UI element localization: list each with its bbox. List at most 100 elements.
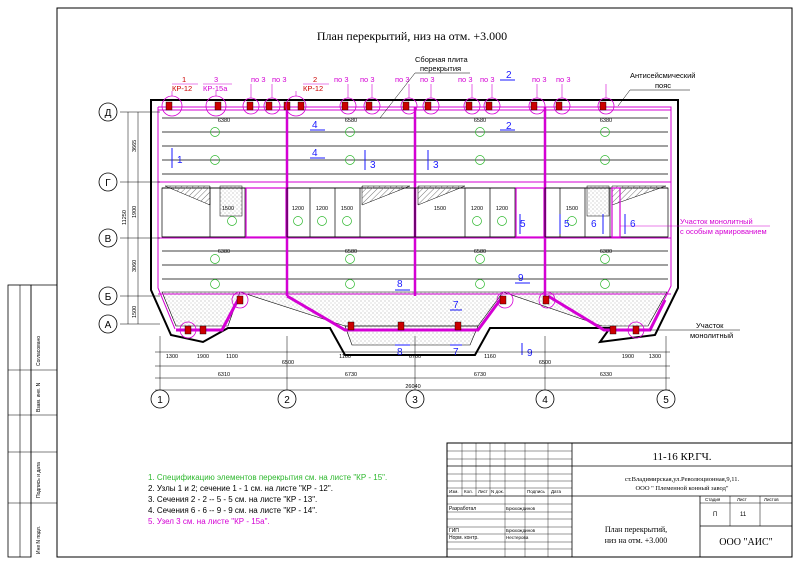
bay-dim-8: 6380 — [600, 249, 612, 255]
section-mark-8b: 8 — [397, 347, 403, 358]
note-4: 4. Сечения 6 - 6 -- 9 - 9 см. на листе "… — [148, 506, 318, 515]
section-mark-6b: 6 — [630, 219, 636, 230]
general-notes: 1. Спецификацию элементов перекрытия см.… — [148, 472, 387, 527]
side-stamp-inv-orig: Инв N подл. — [36, 526, 42, 554]
cell-dim-6: 1200 — [471, 206, 483, 212]
bottom-dim-14: 6330 — [600, 372, 612, 378]
row-axis-d: Д — [105, 108, 112, 119]
cell-dim-2: 1200 — [292, 206, 304, 212]
note-1: 1. Спецификацию элементов перекрытия см.… — [148, 473, 388, 482]
top-label-11: по 3 — [480, 75, 495, 84]
bay-dim-3: 6580 — [474, 118, 486, 124]
section-mark-9b: 9 — [527, 348, 533, 359]
left-dim-1: 3665 — [132, 140, 138, 152]
section-mark-8: 8 — [397, 279, 403, 290]
stamp-name-norm: Нестерова — [506, 535, 529, 540]
stamp-role-dev: Разработал — [449, 506, 476, 512]
stamp-sheet-title-1: План перекрытий, — [605, 525, 667, 534]
top-label-10: по 3 — [458, 75, 473, 84]
top-label-num-2: 3 — [214, 75, 218, 84]
floor-plan: 1 КР-12 3 КР-15а по 3 по 3 2 КР-12 по 3 … — [98, 55, 770, 409]
bay-dim-4: 6380 — [600, 118, 612, 124]
stamp-sheets-h: Листов — [764, 497, 779, 502]
callout-seismic-belt-2: пояс — [655, 81, 671, 90]
top-label-4: по 3 — [272, 75, 287, 84]
side-stamp-sign-date: Подпись и дата — [36, 462, 42, 498]
stamp-sheet-title-2: низ на отм. +3.000 — [605, 536, 668, 545]
col-axis-3: 3 — [412, 395, 418, 406]
section-mark-4b: 4 — [312, 148, 318, 159]
row-axis-g: Г — [105, 178, 111, 189]
stamp-role-norm: Норм. контр. — [449, 535, 479, 541]
cell-dim-5: 1500 — [434, 206, 446, 212]
top-label-1: КР-12 — [172, 84, 192, 93]
side-stamp-frame — [7, 284, 32, 558]
callout-prefab-slab-2: перекрытия — [420, 64, 461, 73]
top-label-7: по 3 — [360, 75, 375, 84]
bottom-dim-7: 1900 — [622, 354, 634, 360]
left-dim-3: 3060 — [132, 260, 138, 272]
stamp-code: 11-16 КР.ГЧ. — [652, 451, 711, 463]
title-block — [446, 442, 793, 558]
bottom-dim-2: 1900 — [197, 354, 209, 360]
callout-monolithic-special-1: Участок монолитный — [680, 217, 753, 226]
section-mark-7: 7 — [453, 300, 459, 311]
bottom-dim-12: 6730 — [345, 372, 357, 378]
cell-dim-7: 1200 — [496, 206, 508, 212]
left-dim-5: 11250 — [122, 210, 128, 225]
section-mark-2: 2 — [506, 121, 512, 132]
top-label-9: по 3 — [420, 75, 435, 84]
top-label-2: КР-15а — [203, 84, 228, 93]
section-mark-9: 9 — [518, 273, 524, 284]
bay-dim-1: 6380 — [218, 118, 230, 124]
stamp-address: ст.Владимирская,ул.Революционная,9,11. — [625, 476, 740, 483]
stamp-org-project: ООО " Племенной конный завод" — [635, 485, 728, 492]
bottom-dim-1: 1300 — [166, 354, 178, 360]
top-label-3: по 3 — [251, 75, 266, 84]
stamp-col-izm: Изм. — [449, 489, 459, 494]
section-mark-5: 5 — [520, 219, 526, 230]
callout-monolithic-1: Участок — [696, 321, 724, 330]
bay-dim-5: 6380 — [218, 249, 230, 255]
callout-prefab-slab-1: Сборная плита — [415, 55, 468, 64]
bottom-dim-8: 1300 — [649, 354, 661, 360]
section-mark-6: 6 — [591, 219, 597, 230]
note-5: 5. Узел 3 см. на листе "КР - 15а". — [148, 517, 270, 526]
callout-monolithic-special-2: с особым армированием — [680, 227, 767, 236]
overall-dim: 26040 — [405, 384, 420, 390]
stamp-stage-v: П — [713, 512, 717, 518]
left-dim-2: 1900 — [132, 206, 138, 218]
section-mark-7b: 7 — [453, 347, 459, 358]
bottom-dim-3: 1100 — [226, 354, 238, 360]
stamp-sheet-h: Лист — [737, 497, 747, 502]
section-mark-5b: 5 — [564, 219, 570, 230]
bottom-dim-11: 6310 — [218, 372, 230, 378]
callout-monolithic-2: монолитный — [690, 331, 733, 340]
bottom-dim-10: 6500 — [539, 360, 551, 366]
note-2: 2. Узлы 1 и 2; сечение 1 - 1 см. на лист… — [148, 484, 333, 493]
left-dim-4: 1500 — [132, 306, 138, 318]
bottom-dim-13: 6730 — [474, 372, 486, 378]
stamp-role-gip: ГИП — [449, 528, 459, 534]
cell-dim-8: 1500 — [566, 206, 578, 212]
stamp-col-kol: Кол. — [464, 489, 473, 494]
side-stamp-inv: Взам. инв. N — [36, 382, 42, 412]
bottom-dim-4: 1160 — [339, 354, 351, 360]
cell-dim-4: 1500 — [341, 206, 353, 212]
stamp-col-date: Дата — [551, 489, 561, 494]
sheet-frame — [56, 7, 793, 558]
top-label-num-5: 2 — [313, 75, 317, 84]
stamp-stage-h: Стадия — [705, 497, 721, 502]
top-label-6: по 3 — [334, 75, 349, 84]
stamp-name-dev: Брюхождинов — [506, 506, 536, 511]
stamp-col-sign: Подпись — [527, 489, 545, 494]
bay-dim-7: 6580 — [474, 249, 486, 255]
section-mark-2b: 2 — [506, 70, 512, 81]
col-axis-2: 2 — [284, 395, 290, 406]
note-3: 3. Сечения 2 - 2 -- 5 - 5 см. на листе "… — [148, 495, 318, 504]
col-axis-4: 4 — [542, 395, 548, 406]
bottom-dim-5: 6700 — [409, 354, 421, 360]
bay-dim-2: 6580 — [345, 118, 357, 124]
section-mark-3: 3 — [370, 160, 376, 171]
section-mark-3b: 3 — [433, 160, 439, 171]
